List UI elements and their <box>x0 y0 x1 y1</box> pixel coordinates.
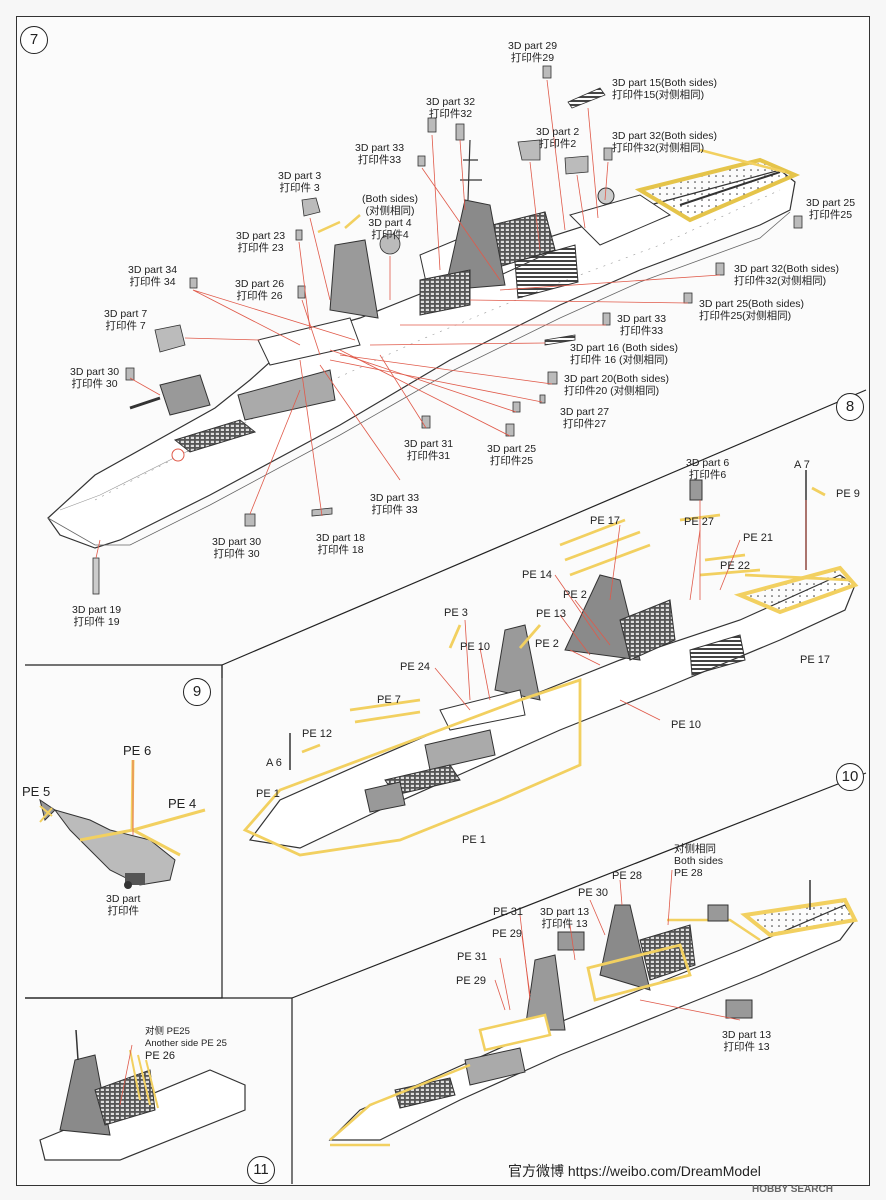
label-pe2-b: PE 2 <box>535 638 559 650</box>
label-pe1-a: PE 1 <box>256 788 280 800</box>
label-pe17-a: PE 17 <box>590 515 620 527</box>
step8-etch <box>242 486 851 857</box>
step7-etch <box>317 148 786 234</box>
label-pe17-b: PE 17 <box>800 654 830 666</box>
label-pe21: PE 21 <box>743 532 773 544</box>
label-pe3: PE 3 <box>444 607 468 619</box>
step-number-8: 8 <box>836 393 864 421</box>
watermark: HOBBY SEARCH <box>752 1184 833 1195</box>
step-number-11: 11 <box>247 1156 275 1184</box>
label-pe28: PE 28 <box>612 870 642 882</box>
step8-ship <box>248 470 859 849</box>
label-pe14: PE 14 <box>522 569 552 581</box>
label-pe4: PE 4 <box>168 796 197 811</box>
label-pe13: PE 13 <box>536 608 566 620</box>
label-pe10-a: PE 10 <box>460 641 490 653</box>
step9-helicopter <box>39 759 206 889</box>
step7-ship <box>47 139 801 549</box>
step10-leaders <box>494 869 741 1021</box>
label-pe9: PE 9 <box>836 488 860 500</box>
footer-weibo-url: 官方微博 https://weibo.com/DreamModel <box>508 1163 761 1179</box>
label-a7: A 7 <box>794 459 810 471</box>
label-a6: A 6 <box>266 757 282 769</box>
label-pe31-a: PE 31 <box>493 906 523 918</box>
label-3d-part-15: 3D part 15(Both sides)打印件15(对侧相同) <box>612 77 718 101</box>
label-pe7: PE 7 <box>377 694 401 706</box>
label-pe10-b: PE 10 <box>671 719 701 731</box>
step7-parts <box>92 65 803 595</box>
label-pe30: PE 30 <box>578 887 608 899</box>
label-3d-part-16: 3D part 16 (Both sides)打印件 16 (对侧相同) <box>570 342 678 366</box>
label-3d-part-20: 3D part 20(Both sides)打印件20 (对侧相同) <box>564 373 670 397</box>
label-3d-part-25-b: 3D part 25(Both sides)打印件25(对侧相同) <box>699 298 805 322</box>
label-pe29-b: PE 29 <box>456 975 486 987</box>
step-number-7: 7 <box>20 26 48 54</box>
label-pe24: PE 24 <box>400 661 430 673</box>
step11-assembly <box>39 1029 246 1161</box>
label-3d-part-32-c: 3D part 32(Both sides)打印件32(对侧相同) <box>734 263 840 287</box>
panel-separators <box>25 389 867 1184</box>
step7-leaders <box>95 79 721 559</box>
label-pe5: PE 5 <box>22 784 51 799</box>
step8-leaders <box>434 500 807 721</box>
label-pe27: PE 27 <box>684 516 714 528</box>
label-pe6: PE 6 <box>123 743 152 758</box>
label-pe31-b: PE 31 <box>457 951 487 963</box>
step10-ship <box>328 880 858 1147</box>
label-3d-part-32-b: 3D part 32(Both sides)打印件32(对侧相同) <box>612 130 718 154</box>
label-pe22: PE 22 <box>720 560 750 572</box>
label-pe2-a: PE 2 <box>563 589 587 601</box>
step-number-9: 9 <box>183 678 211 706</box>
label-pe1-b: PE 1 <box>462 834 486 846</box>
step-number-10: 10 <box>836 763 864 791</box>
label-pe29-a: PE 29 <box>492 928 522 940</box>
label-pe12: PE 12 <box>302 728 332 740</box>
